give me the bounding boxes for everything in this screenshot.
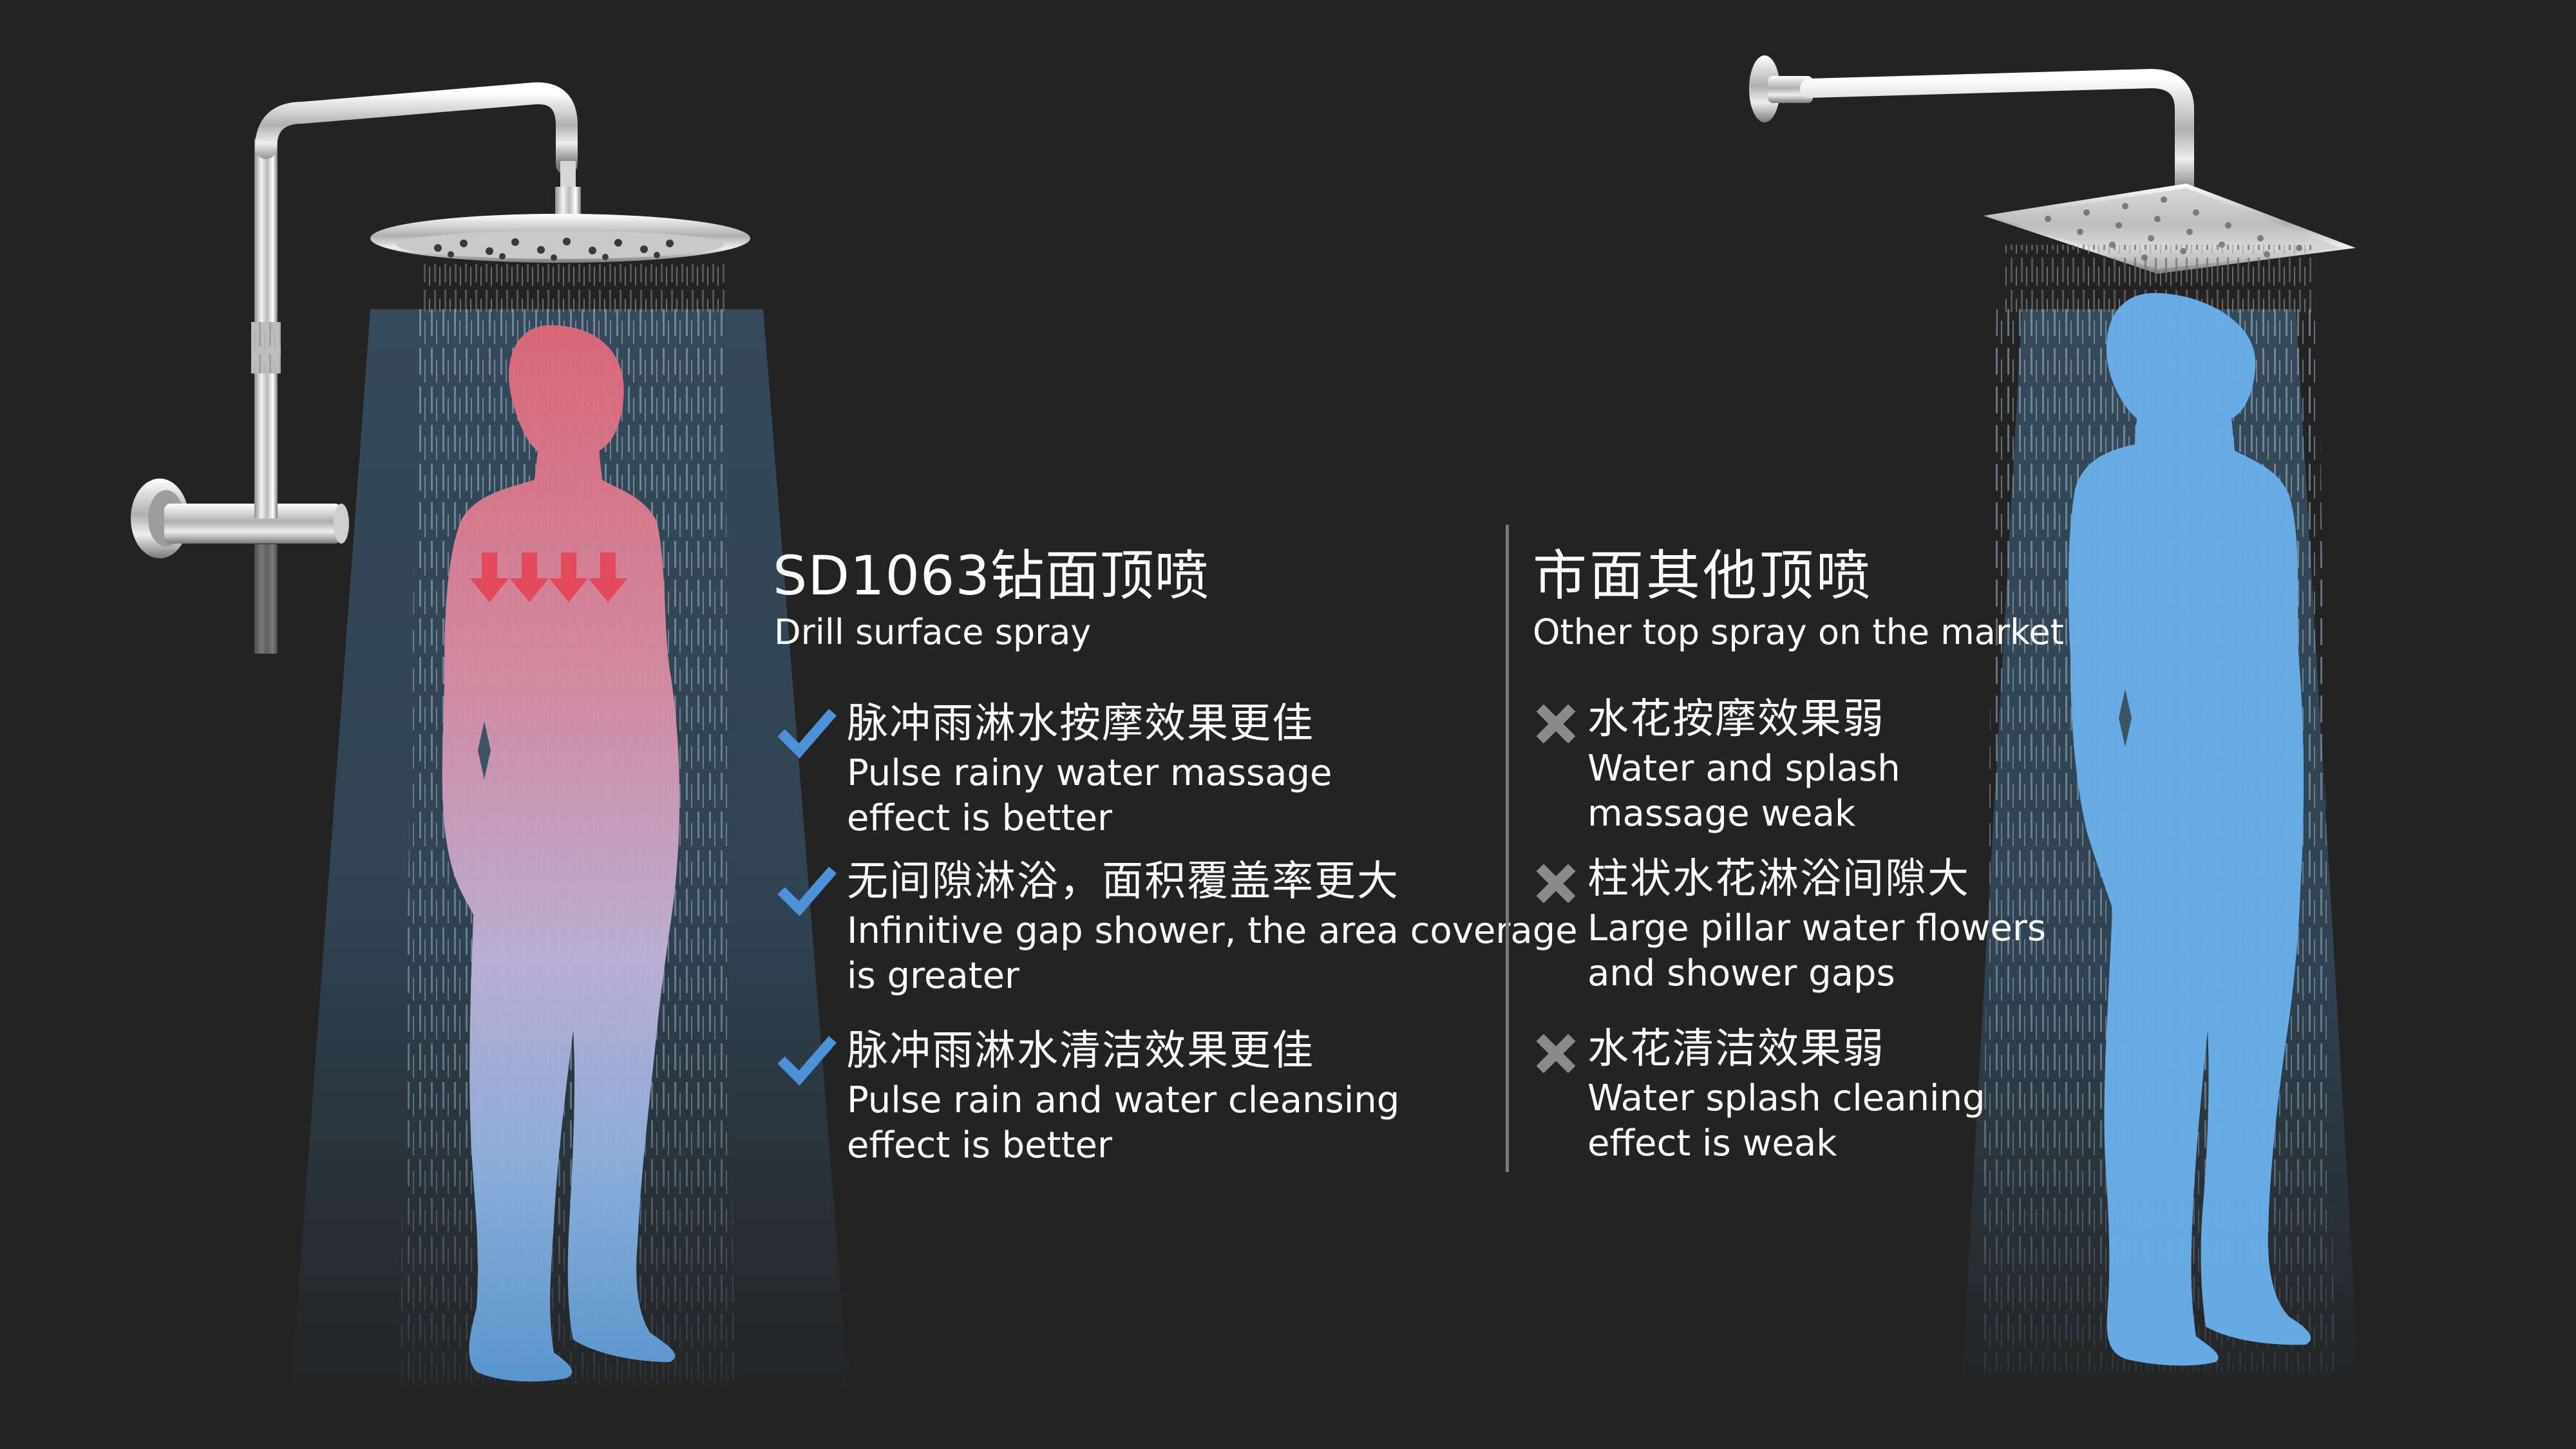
drawback-en-line1: Water and splash — [1587, 748, 1900, 790]
left-panel-subtitle: Drill surface spray — [774, 612, 1092, 652]
drawback-item: 水花清洁效果弱 Water splash cleaning effect is … — [1536, 1025, 1985, 1166]
benefit-item: 无间隙淋浴，面积覆盖率更大 Infinitive gap shower, the… — [777, 858, 1578, 999]
benefit-item: 脉冲雨淋水按摩效果更佳 Pulse rainy water massage ef… — [777, 700, 1332, 841]
panel-divider — [1506, 525, 1509, 1172]
round-shower-column-icon — [131, 82, 750, 654]
right-person-silhouette — [2068, 293, 2311, 1366]
cross-icon — [1536, 864, 1576, 904]
drawback-cn: 柱状水花淋浴间隙大 — [1587, 855, 1970, 903]
drawback-en-line2: and shower gaps — [1587, 952, 1895, 994]
benefit-en-line1: Pulse rain and water cleansing — [847, 1079, 1400, 1121]
check-icon — [777, 708, 837, 759]
down-arrow-icon — [470, 553, 509, 602]
benefit-en-line1: Infinitive gap shower, the area coverage — [847, 910, 1578, 952]
benefit-item: 脉冲雨淋水清洁效果更佳 Pulse rain and water cleansi… — [777, 1027, 1400, 1168]
down-arrow-icon — [510, 553, 549, 602]
down-arrow-icon — [589, 553, 627, 602]
benefit-en-line2: effect is better — [847, 797, 1112, 839]
benefit-cn: 脉冲雨淋水清洁效果更佳 — [847, 1027, 1314, 1075]
drawback-cn: 水花按摩效果弱 — [1587, 696, 1885, 743]
check-icon — [777, 1036, 837, 1086]
benefit-en-line2: is greater — [847, 955, 1020, 997]
down-arrow-icon — [549, 553, 588, 602]
benefit-en-line1: Pulse rainy water massage — [847, 752, 1332, 794]
cross-icon — [1536, 704, 1576, 744]
benefit-cn: 无间隙淋浴，面积覆盖率更大 — [847, 858, 1399, 905]
drawback-en-line1: Water splash cleaning — [1587, 1077, 1985, 1119]
square-shower-head-icon — [1749, 55, 2356, 274]
check-icon — [777, 866, 837, 916]
benefit-cn: 脉冲雨淋水按摩效果更佳 — [847, 700, 1314, 748]
pulse-arrows — [470, 553, 627, 602]
drawback-en-line1: Large pillar water flowers — [1587, 907, 2047, 949]
cross-icon — [1536, 1034, 1576, 1074]
right-panel-title: 市面其他顶喷 — [1533, 544, 1873, 607]
right-panel-subtitle: Other top spray on the market — [1533, 612, 2064, 652]
drawback-cn: 水花清洁效果弱 — [1587, 1025, 1885, 1073]
drawback-en-line2: massage weak — [1587, 793, 1856, 835]
drawback-en-line2: effect is weak — [1587, 1122, 1837, 1164]
drawback-item: 柱状水花淋浴间隙大 Large pillar water flowers and… — [1536, 855, 2047, 996]
left-person-silhouette — [442, 325, 680, 1382]
left-panel-title: SD1063钻面顶喷 — [773, 544, 1209, 607]
drawback-item: 水花按摩效果弱 Water and splash massage weak — [1536, 696, 1900, 837]
benefit-en-line2: effect is better — [847, 1124, 1112, 1166]
